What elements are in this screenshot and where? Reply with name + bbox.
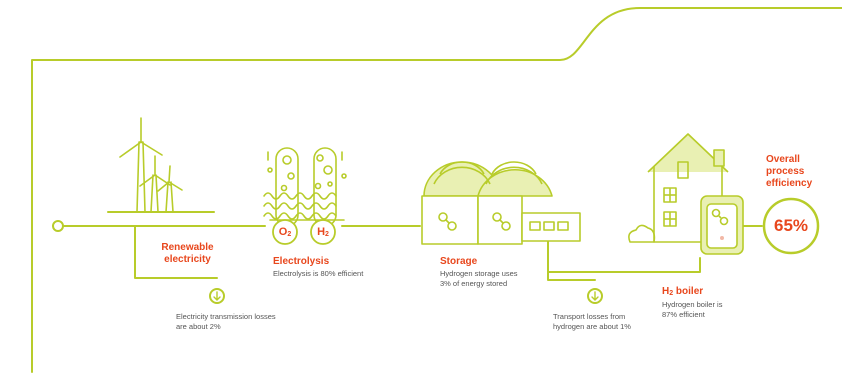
electrolysis-note: Electrolysis is 80% efficient bbox=[273, 269, 364, 278]
h2-label: H2 bbox=[317, 226, 329, 238]
house-icon bbox=[628, 133, 729, 243]
h2-badge bbox=[310, 219, 336, 245]
flow-branch-1 bbox=[134, 225, 218, 279]
efficiency-circle bbox=[762, 197, 820, 255]
storage-title: Storage bbox=[440, 256, 478, 267]
boiler-title: H2 boiler bbox=[662, 286, 704, 297]
renewable-title: Renewable electricity bbox=[161, 242, 214, 265]
storage-domes-icon bbox=[421, 161, 581, 245]
flow-start-node bbox=[52, 220, 64, 232]
boiler-icon bbox=[700, 195, 744, 255]
storage-note: Hydrogen storage uses 3% of energy store… bbox=[440, 269, 518, 288]
transport-loss-note: Transport losses from hydrogen are about… bbox=[553, 312, 631, 331]
o2-label: O2 bbox=[278, 226, 292, 238]
wind-turbines-icon bbox=[119, 117, 183, 213]
overall-efficiency-value: 65% bbox=[773, 216, 809, 235]
frame-outline bbox=[31, 7, 842, 373]
o2-badge bbox=[272, 219, 298, 245]
flow-branch-2 bbox=[547, 240, 596, 281]
electrolyser-icon bbox=[263, 147, 347, 227]
boiler-note: Hydrogen boiler is 87% efficient bbox=[662, 300, 723, 319]
electrolysis-title: Electrolysis bbox=[273, 256, 330, 267]
transmission-loss-note: Electricity transmission losses are abou… bbox=[176, 312, 276, 331]
overall-efficiency-label: Overall process efficiency bbox=[766, 154, 813, 189]
flow-line-4 bbox=[547, 257, 701, 273]
